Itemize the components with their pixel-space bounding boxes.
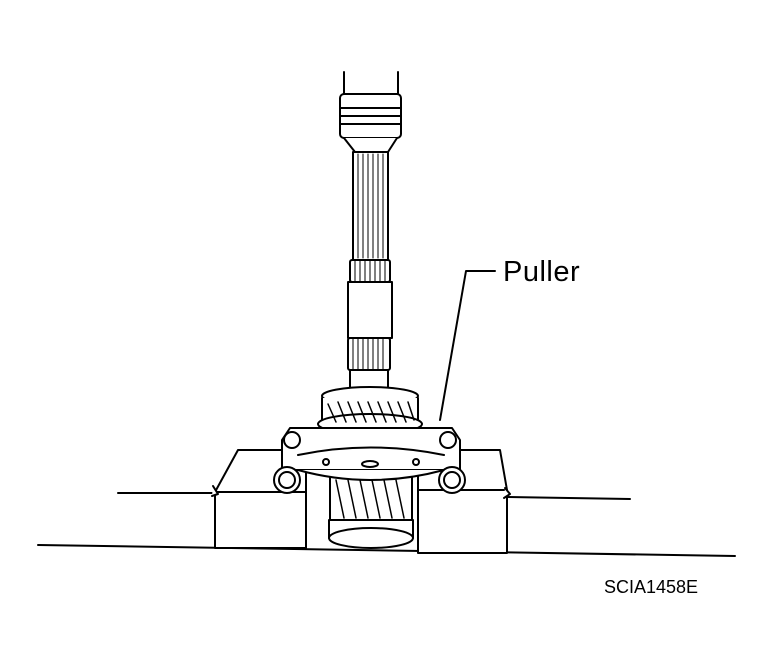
puller — [273, 427, 466, 494]
bench-surface — [37, 492, 736, 557]
puller-callout-label: Puller — [503, 256, 581, 288]
press-shaft — [339, 71, 402, 393]
puller-leader-line — [439, 270, 496, 421]
figure-code: SCIA1458E — [604, 577, 699, 597]
